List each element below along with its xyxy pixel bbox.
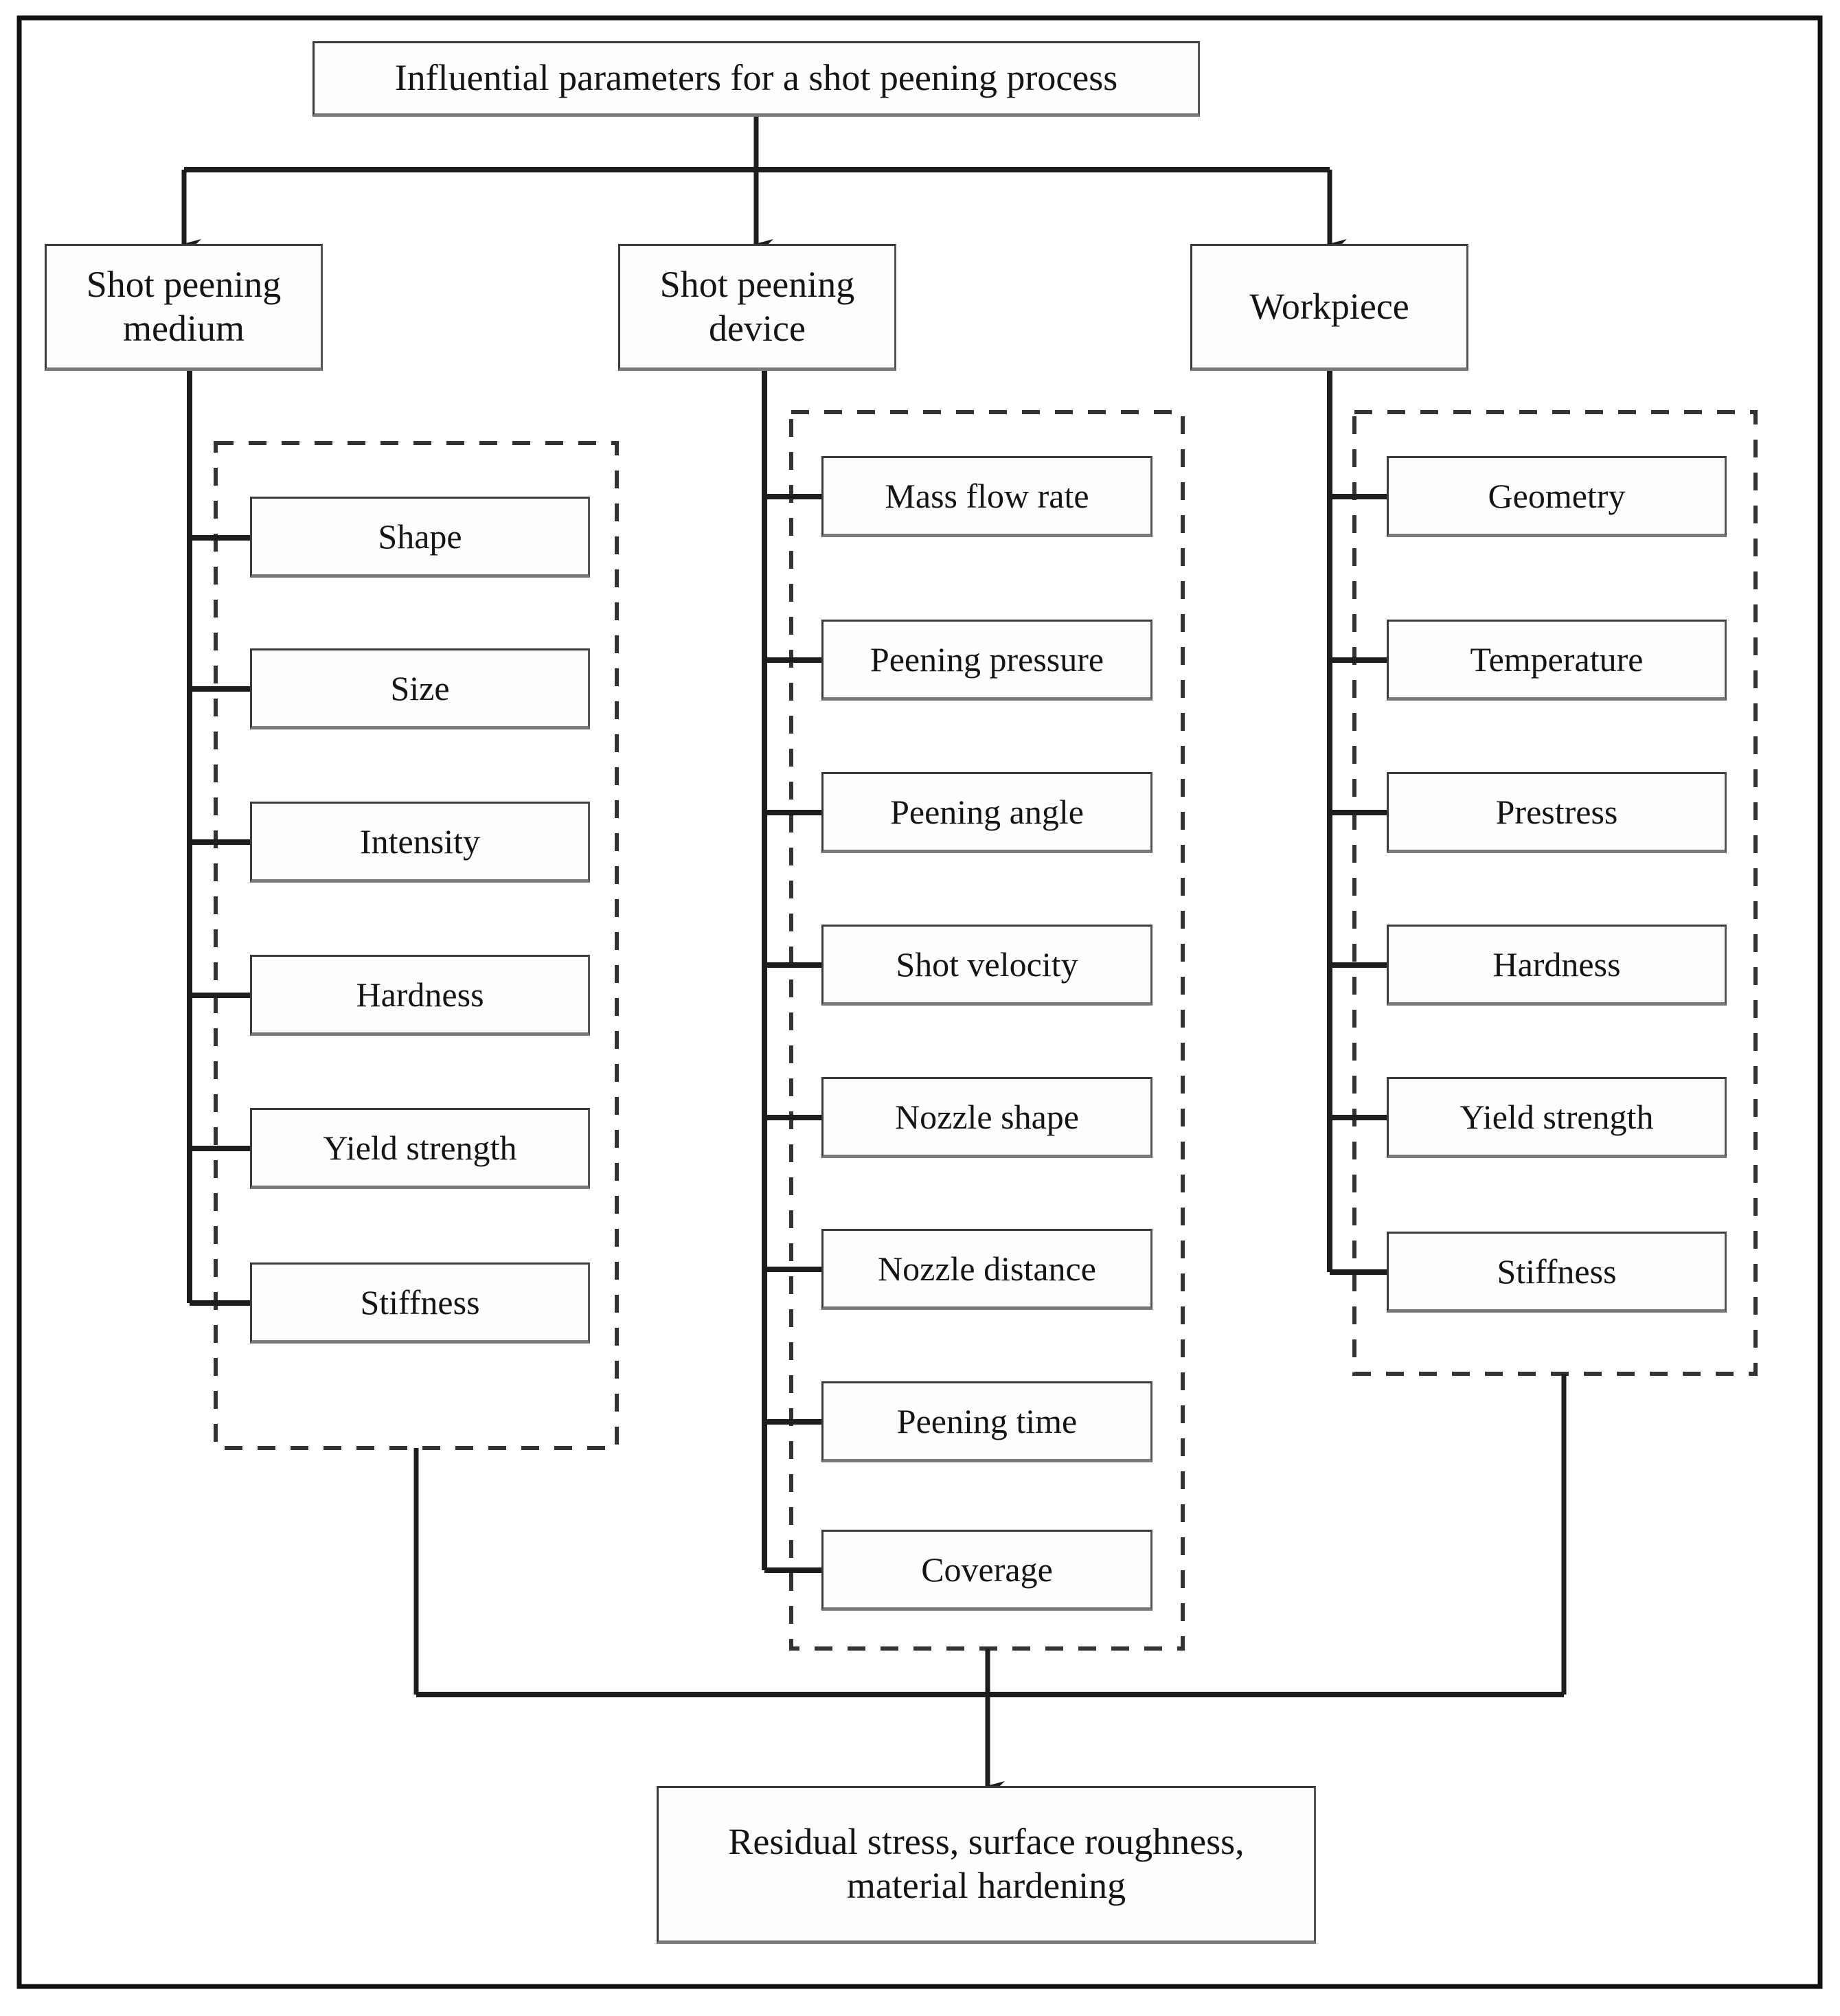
- category-node-medium-label: Shot peening medium: [86, 263, 282, 349]
- param-node-medium-yield-strength: Yield strength: [250, 1108, 590, 1189]
- param-node-medium-shape-label: Shape: [378, 517, 462, 556]
- param-node-device-peening-time-label: Peening time: [896, 1401, 1078, 1440]
- param-node-device-peening-pressure-label: Peening pressure: [870, 639, 1104, 679]
- param-node-medium-intensity: Intensity: [250, 802, 590, 883]
- param-node-workpiece-prestress-label: Prestress: [1495, 792, 1618, 831]
- category-node-workpiece-label: Workpiece: [1249, 285, 1409, 327]
- param-node-device-nozzle-distance: Nozzle distance: [821, 1229, 1152, 1310]
- category-node-device: Shot peening device: [618, 244, 896, 371]
- category-node-workpiece: Workpiece: [1190, 244, 1468, 371]
- param-node-workpiece-geometry: Geometry: [1387, 456, 1727, 537]
- param-node-device-coverage: Coverage: [821, 1530, 1152, 1611]
- outer-frame: [16, 15, 1823, 1989]
- param-node-workpiece-yield-strength-label: Yield strength: [1459, 1097, 1654, 1136]
- param-node-device-nozzle-shape-label: Nozzle shape: [895, 1097, 1079, 1136]
- param-node-device-nozzle-shape: Nozzle shape: [821, 1077, 1152, 1158]
- param-node-device-peening-time: Peening time: [821, 1381, 1152, 1462]
- param-node-device-nozzle-distance-label: Nozzle distance: [878, 1249, 1096, 1288]
- dashed-group-medium: [214, 441, 619, 1450]
- param-node-medium-intensity-label: Intensity: [360, 822, 480, 861]
- param-node-device-mass-flow-rate: Mass flow rate: [821, 456, 1152, 537]
- param-node-workpiece-hardness: Hardness: [1387, 925, 1727, 1006]
- title-node: Influential parameters for a shot peenin…: [313, 41, 1200, 117]
- param-node-medium-yield-strength-label: Yield strength: [323, 1128, 517, 1167]
- param-node-workpiece-temperature: Temperature: [1387, 620, 1727, 701]
- param-node-workpiece-stiffness-label: Stiffness: [1497, 1251, 1617, 1291]
- param-node-workpiece-stiffness: Stiffness: [1387, 1232, 1727, 1313]
- param-node-medium-size-label: Size: [390, 668, 450, 707]
- param-node-medium-shape: Shape: [250, 497, 590, 578]
- param-node-workpiece-geometry-label: Geometry: [1488, 476, 1626, 515]
- param-node-device-shot-velocity: Shot velocity: [821, 925, 1152, 1006]
- category-node-medium: Shot peening medium: [45, 244, 323, 371]
- param-node-device-shot-velocity-label: Shot velocity: [896, 944, 1078, 984]
- output-node-label: Residual stress, surface roughness, mate…: [728, 1821, 1245, 1906]
- title-node-label: Influential parameters for a shot peenin…: [394, 57, 1118, 99]
- param-node-device-peening-angle-label: Peening angle: [890, 792, 1084, 831]
- param-node-workpiece-hardness-label: Hardness: [1492, 944, 1621, 984]
- param-node-device-coverage-label: Coverage: [921, 1550, 1053, 1589]
- param-node-device-mass-flow-rate-label: Mass flow rate: [885, 476, 1089, 515]
- category-node-device-label: Shot peening device: [659, 263, 855, 349]
- param-node-workpiece-yield-strength: Yield strength: [1387, 1077, 1727, 1158]
- param-node-workpiece-temperature-label: Temperature: [1470, 639, 1644, 679]
- param-node-medium-stiffness-label: Stiffness: [360, 1282, 480, 1322]
- param-node-device-peening-pressure: Peening pressure: [821, 620, 1152, 701]
- param-node-medium-hardness-label: Hardness: [356, 975, 484, 1014]
- dashed-group-workpiece: [1352, 410, 1758, 1376]
- param-node-medium-hardness: Hardness: [250, 955, 590, 1036]
- param-node-medium-size: Size: [250, 648, 590, 729]
- param-node-device-peening-angle: Peening angle: [821, 772, 1152, 853]
- param-node-workpiece-prestress: Prestress: [1387, 772, 1727, 853]
- param-node-medium-stiffness: Stiffness: [250, 1262, 590, 1344]
- output-node: Residual stress, surface roughness, mate…: [657, 1786, 1316, 1944]
- dashed-group-device: [789, 410, 1185, 1651]
